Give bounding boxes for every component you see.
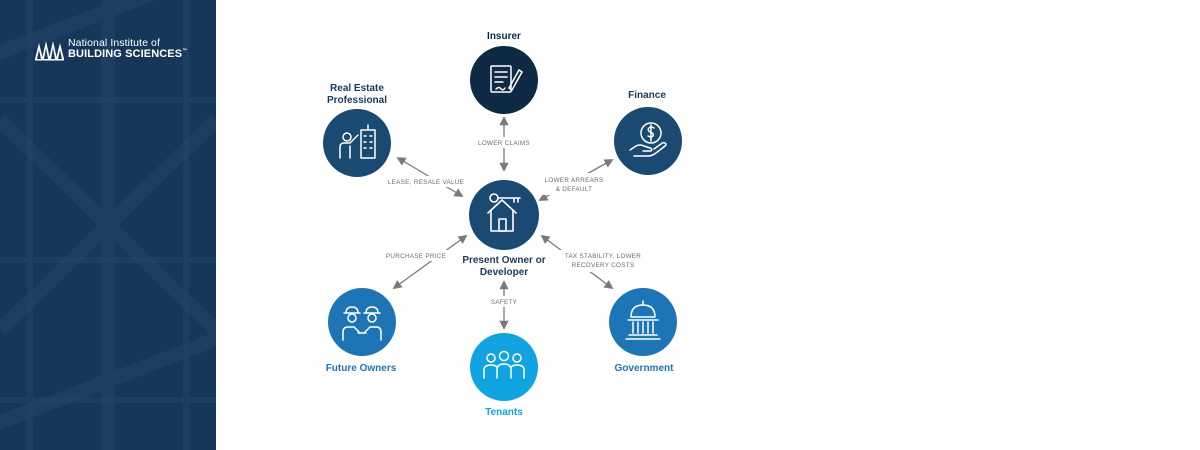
document-pen-icon xyxy=(490,65,523,93)
node-label-insurer: Insurer xyxy=(487,31,521,42)
node-label-present-owner-1: Present Owner or xyxy=(462,255,545,266)
nibs-logo[interactable]: National Institute of BUILDING SCIENCES™ xyxy=(34,37,187,61)
dollar-hand-icon xyxy=(629,122,667,157)
structural-beam-pattern xyxy=(0,0,216,450)
capitol-icon xyxy=(625,300,661,340)
people-icon xyxy=(483,350,525,379)
node-label-future-owners: Future Owners xyxy=(326,363,397,374)
edge-label-finance-2: & DEFAULT xyxy=(556,186,593,193)
node-circle-tenants xyxy=(470,333,538,401)
node-label-tenants: Tenants xyxy=(485,407,523,418)
edge-arrow-future-owners xyxy=(392,234,468,290)
logo-line-2-text: BUILDING SCIENCES xyxy=(68,48,183,61)
edge-label-insurer: LOWER CLAIMS xyxy=(478,140,530,147)
node-label-finance: Finance xyxy=(628,90,666,101)
node-present-owner[interactable]: Present Owner or Developer xyxy=(462,180,546,278)
node-label-present-owner-2: Developer xyxy=(480,267,528,278)
edge-label-tenants: SAFETY xyxy=(491,299,518,306)
logo-wordmark: National Institute of BUILDING SCIENCES™ xyxy=(68,38,187,61)
node-future-owners[interactable]: Future Owners xyxy=(326,288,397,374)
logo-line-1: National Institute of xyxy=(68,36,160,49)
edge-label-finance-1: LOWER ARREARS xyxy=(545,177,604,184)
node-insurer[interactable]: Insurer xyxy=(470,31,538,114)
node-circle-finance xyxy=(614,107,682,175)
node-finance[interactable]: Finance xyxy=(614,90,682,175)
node-circle-insurer xyxy=(470,46,538,114)
presenter-building-icon xyxy=(339,124,376,159)
trademark-symbol: ™ xyxy=(182,48,188,55)
node-label-government: Government xyxy=(615,363,675,374)
handshake-icon xyxy=(342,306,382,341)
edge-label-government-2: RECOVERY COSTS xyxy=(572,262,635,269)
sidebar-panel: National Institute of BUILDING SCIENCES™ xyxy=(0,0,216,450)
edge-label-future-owners: PURCHASE PRICE xyxy=(386,253,446,260)
logo-line-2: BUILDING SCIENCES™ xyxy=(68,49,187,60)
edge-label-real-estate: LEASE, RESALE VALUE xyxy=(388,179,464,186)
node-label-real-estate-2: Professional xyxy=(327,95,387,106)
edge-label-government-1: TAX STABILITY, LOWER xyxy=(565,253,641,260)
node-circle-future-owners xyxy=(328,288,396,356)
node-real-estate[interactable]: Real Estate Professional xyxy=(323,83,391,177)
edge-labels: LOWER CLAIMS LOWER ARREARS & DEFAULT LEA… xyxy=(384,137,646,307)
house-key-icon xyxy=(487,193,521,232)
node-circle-present-owner xyxy=(469,180,539,250)
nibs-logo-mark-icon xyxy=(35,41,64,61)
node-government[interactable]: Government xyxy=(609,288,677,374)
node-circle-real-estate xyxy=(323,109,391,177)
node-label-real-estate-1: Real Estate xyxy=(330,83,384,94)
node-tenants[interactable]: Tenants xyxy=(470,333,538,418)
